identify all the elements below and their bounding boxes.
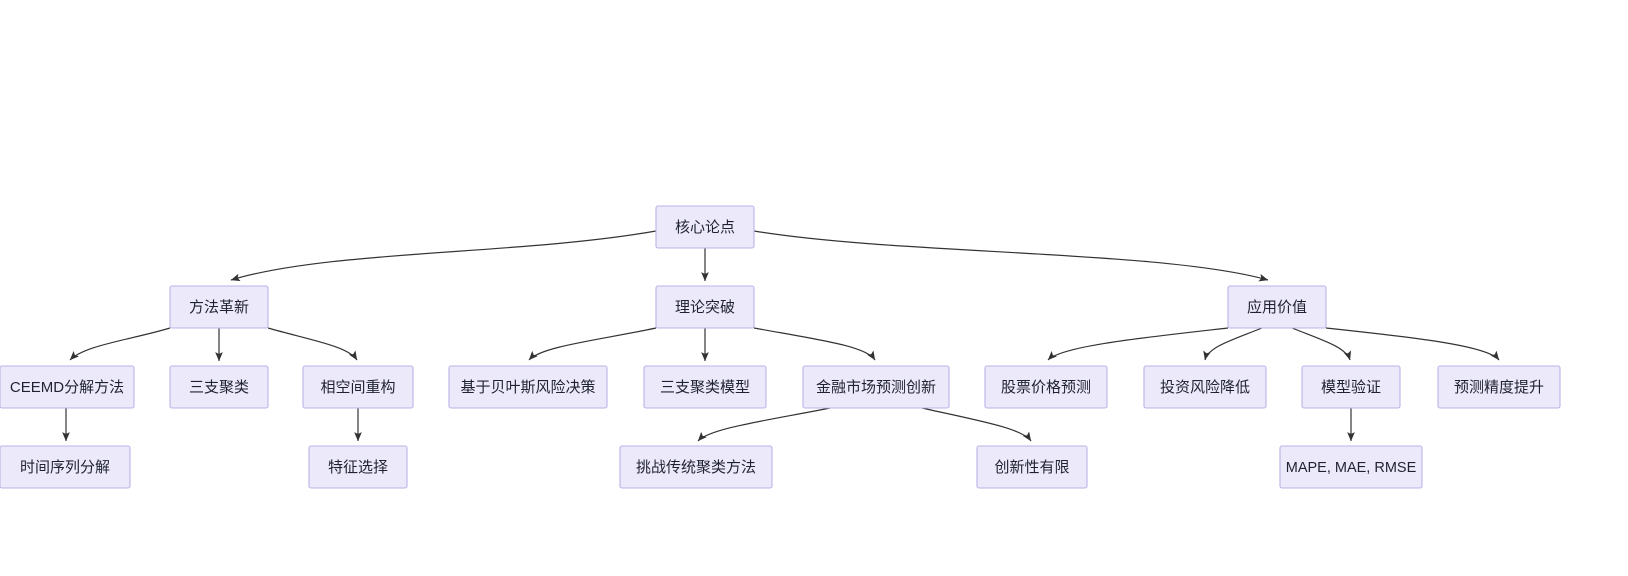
node-label-l3a: CEEMD分解方法 xyxy=(10,379,124,396)
edge-l2a-to-l3c xyxy=(267,327,358,361)
node-label-l3g: 股票价格预测 xyxy=(1001,379,1091,396)
node-l3c[interactable]: 相空间重构 xyxy=(302,365,414,409)
node-box-l3g[interactable] xyxy=(984,365,1108,409)
node-l2c[interactable]: 应用价值 xyxy=(1227,285,1327,329)
node-box-l3f[interactable] xyxy=(802,365,950,409)
node-l2a[interactable]: 方法革新 xyxy=(169,285,269,329)
node-l3j[interactable]: 预测精度提升 xyxy=(1437,365,1561,409)
node-l4d[interactable]: 创新性有限 xyxy=(976,445,1088,489)
node-l4c[interactable]: 挑战传统聚类方法 xyxy=(619,445,773,489)
edge-l2b-to-l3f xyxy=(753,327,876,361)
node-label-l3c: 相空间重构 xyxy=(320,379,395,396)
edge-root-to-l2c xyxy=(753,230,1269,282)
node-l4b[interactable]: 特征选择 xyxy=(308,445,408,489)
node-box-l3j[interactable] xyxy=(1437,365,1561,409)
node-label-l4a: 时间序列分解 xyxy=(20,459,110,476)
edge-l3f-to-l4d xyxy=(921,407,1032,442)
node-label-l3j: 预测精度提升 xyxy=(1454,379,1544,396)
node-root[interactable]: 核心论点 xyxy=(655,205,755,249)
node-box-l3i[interactable] xyxy=(1301,365,1401,409)
node-l3f[interactable]: 金融市场预测创新 xyxy=(802,365,950,409)
node-l4e[interactable]: MAPE, MAE, RMSE xyxy=(1279,445,1423,489)
node-label-l2b: 理论突破 xyxy=(675,299,735,316)
edge-l2c-to-l3h xyxy=(1203,327,1263,361)
node-label-l4d: 创新性有限 xyxy=(994,459,1069,476)
node-l3b[interactable]: 三支聚类 xyxy=(169,365,269,409)
edge-root-to-l2a xyxy=(230,230,657,282)
node-label-l4b: 特征选择 xyxy=(328,459,388,476)
node-box-l3c[interactable] xyxy=(302,365,414,409)
node-box-l4b[interactable] xyxy=(308,445,408,489)
node-box-l3d[interactable] xyxy=(448,365,608,409)
node-l3g[interactable]: 股票价格预测 xyxy=(984,365,1108,409)
node-label-l2a: 方法革新 xyxy=(189,299,249,316)
edge-l2c-to-l3i xyxy=(1291,327,1352,361)
node-box-l4d[interactable] xyxy=(976,445,1088,489)
node-label-l4e: MAPE, MAE, RMSE xyxy=(1286,460,1417,476)
node-label-l3i: 模型验证 xyxy=(1321,379,1381,396)
node-label-l3h: 投资风险降低 xyxy=(1160,379,1250,396)
edges-layer xyxy=(62,230,1500,442)
node-box-l2a[interactable] xyxy=(169,285,269,329)
node-label-l2c: 应用价值 xyxy=(1247,298,1307,316)
node-l3a[interactable]: CEEMD分解方法 xyxy=(0,365,135,409)
edge-l3f-to-l4c xyxy=(697,407,831,442)
node-box-l3b[interactable] xyxy=(169,365,269,409)
node-l3h[interactable]: 投资风险降低 xyxy=(1143,365,1267,409)
edge-l2c-to-l3j xyxy=(1325,327,1500,361)
node-label-l3d: 基于贝叶斯风险决策 xyxy=(460,379,595,396)
node-box-l3e[interactable] xyxy=(643,365,767,409)
node-box-l3a[interactable] xyxy=(0,365,135,409)
edge-l2b-to-l3d xyxy=(528,327,657,361)
node-box-l2b[interactable] xyxy=(655,285,755,329)
edge-l2c-to-l3g xyxy=(1047,327,1229,361)
node-box-l4c[interactable] xyxy=(619,445,773,489)
node-label-l3e: 三支聚类模型 xyxy=(660,379,750,396)
edge-l2a-to-l3a xyxy=(69,327,171,361)
node-box-l4a[interactable] xyxy=(0,445,131,489)
node-label-l3f: 金融市场预测创新 xyxy=(816,379,936,396)
node-l3d[interactable]: 基于贝叶斯风险决策 xyxy=(448,365,608,409)
node-l3e[interactable]: 三支聚类模型 xyxy=(643,365,767,409)
node-label-l4c: 挑战传统聚类方法 xyxy=(636,459,756,476)
node-label-root: 核心论点 xyxy=(675,219,735,236)
node-box-l2c[interactable] xyxy=(1227,285,1327,329)
node-box-l4e[interactable] xyxy=(1279,445,1423,489)
node-l3i[interactable]: 模型验证 xyxy=(1301,365,1401,409)
node-l2b[interactable]: 理论突破 xyxy=(655,285,755,329)
node-l4a[interactable]: 时间序列分解 xyxy=(0,445,131,489)
node-box-root[interactable] xyxy=(655,205,755,249)
node-box-l3h[interactable] xyxy=(1143,365,1267,409)
node-label-l3b: 三支聚类 xyxy=(189,379,249,396)
